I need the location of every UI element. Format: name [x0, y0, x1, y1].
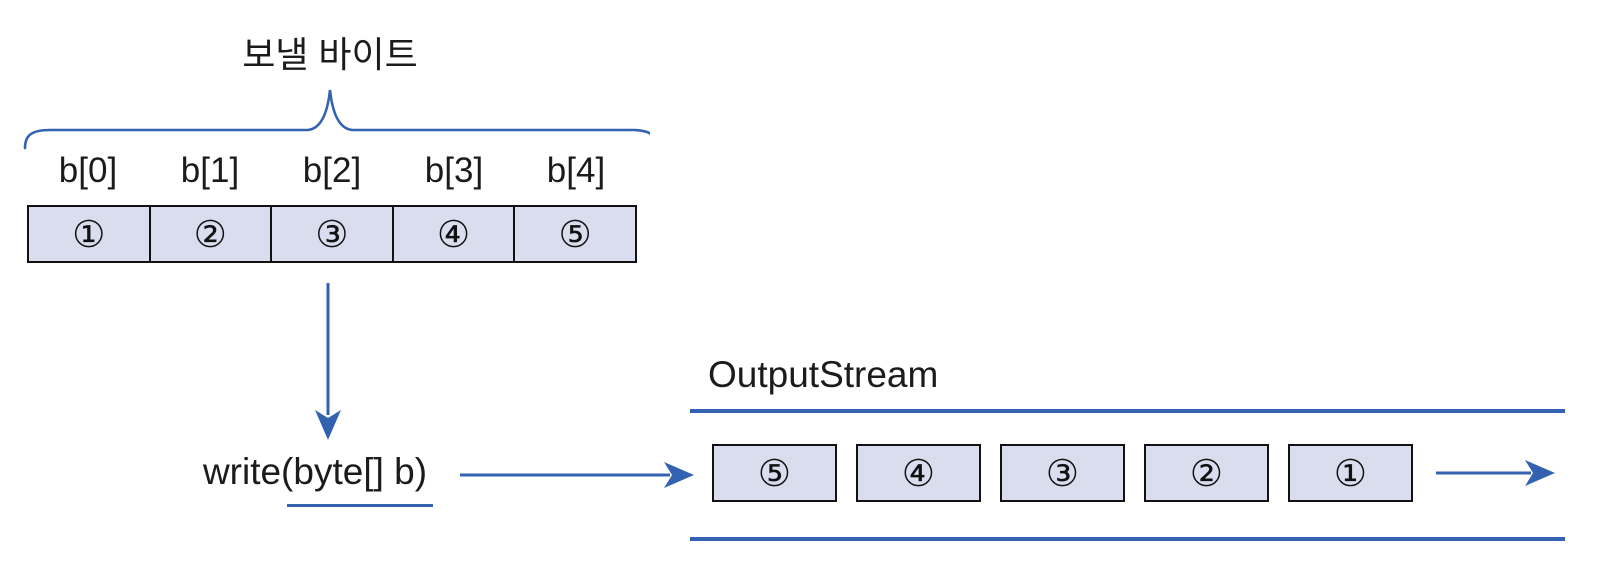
- byte-index-label: b[2]: [302, 151, 362, 190]
- stream-byte-value: ②: [1189, 452, 1224, 494]
- stream-byte-box: ②: [1144, 444, 1269, 502]
- byte-index-label: b[0]: [58, 151, 118, 190]
- byte-cell: ⑤: [515, 207, 635, 261]
- byte-cell: ①: [29, 207, 151, 261]
- brace-icon: [23, 89, 650, 150]
- write-underline: [287, 504, 433, 507]
- byte-cell-value: ②: [193, 213, 227, 255]
- stream-byte-box: ③: [1000, 444, 1125, 502]
- stream-byte-value: ③: [1045, 452, 1080, 494]
- down-arrow-icon: [315, 283, 341, 440]
- stream-byte-value: ⑤: [757, 452, 792, 494]
- byte-cell: ④: [394, 207, 516, 261]
- byte-cell-value: ①: [72, 213, 106, 255]
- byte-index-label: b[4]: [546, 151, 606, 190]
- stream-bottom-line: [690, 537, 1565, 541]
- byte-cell-value: ④: [436, 213, 471, 255]
- stream-byte-box: ④: [856, 444, 981, 502]
- byte-cell-value: ③: [315, 213, 349, 255]
- write-arrow-icon: [460, 462, 694, 488]
- write-method-label: write(byte[] b): [202, 451, 428, 492]
- stream-byte-box: ①: [1288, 444, 1413, 502]
- stream-byte-box: ⑤: [712, 444, 837, 502]
- byte-cell: ②: [151, 207, 273, 261]
- stream-byte-value: ④: [901, 452, 936, 494]
- byte-cell: ③: [272, 207, 394, 261]
- byte-cell-value: ⑤: [558, 213, 592, 255]
- outputstream-label: OutputStream: [708, 354, 939, 395]
- byte-index-label: b[3]: [424, 151, 484, 190]
- stream-top-line: [690, 409, 1565, 413]
- byte-index-row: b[0] b[1] b[2] b[3] b[4]: [27, 148, 637, 194]
- byte-index-label: b[1]: [180, 151, 240, 190]
- stream-flow-arrow-icon: [1436, 460, 1555, 486]
- send-bytes-label: 보낼 바이트: [242, 34, 418, 75]
- byte-array: ① ② ③ ④ ⑤: [27, 205, 637, 263]
- stream-byte-value: ①: [1333, 452, 1368, 494]
